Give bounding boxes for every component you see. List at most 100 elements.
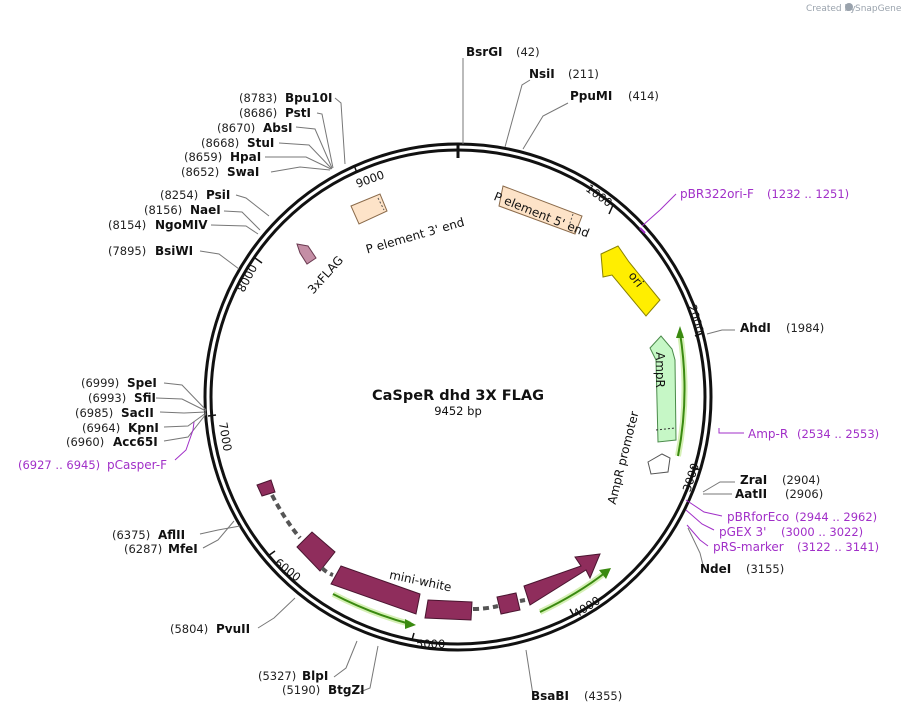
site-name-absi: AbsI [263, 121, 292, 135]
primer-amp-r-leader [718, 428, 744, 434]
site-pos-absi: (8670) [217, 121, 255, 135]
primer-pcasper-f-name: pCasper-F [107, 458, 167, 472]
site-psti[interactable]: PstI(8686) [239, 106, 311, 120]
primer-pbrforeco[interactable]: pBRforEco (2944 .. 2962) [685, 499, 877, 524]
ampr-feature[interactable] [649, 335, 677, 443]
leader-ndei [687, 527, 704, 566]
site-psii[interactable]: PsiI (8254) [160, 188, 230, 202]
site-ngomiv[interactable]: NgoMIV(8154) [108, 218, 208, 232]
site-btgzi[interactable]: BtgZI(5190) [282, 683, 365, 697]
primer-pbr322ori-f[interactable]: pBR322ori-F (1232 .. 1251) [639, 187, 849, 234]
site-name-bsiwi: BsiWI [155, 244, 193, 258]
site-kpni[interactable]: KpnI(6964) [82, 421, 159, 435]
site-bsrgi[interactable]: BsrGI(42) [466, 45, 540, 59]
leader-psti [316, 112, 334, 169]
primer-pcasper-f[interactable]: pCasper-F (6927 .. 6945) [18, 421, 195, 472]
snapgene-watermark: Created by SnapGene [806, 3, 902, 14]
primer-pbr322ori-f-range: (1232 .. 1251) [767, 187, 849, 201]
leader-bsiwi [199, 250, 240, 270]
primer-pgex-3-range: (3000 .. 3022) [781, 525, 863, 539]
leader-acc65i [163, 413, 207, 442]
site-name-sfii: SfiI [134, 391, 156, 405]
site-aflii[interactable]: AflII(6375) [112, 528, 185, 542]
site-name-bsrgi: BsrGI [466, 45, 503, 59]
primer-amp-r-range: (2534 .. 2553) [797, 427, 879, 441]
primer-pbrforeco-leader [685, 499, 723, 517]
tick-label-6000: 6000 [272, 555, 304, 584]
ampr-label: AmpR [653, 352, 667, 388]
leader-mfei [202, 520, 235, 549]
primer-pgex-3-name: pGEX 3' [719, 525, 766, 539]
leader-blpi [333, 640, 358, 678]
site-pos-bsiwi: (7895) [108, 244, 146, 258]
mini-white-intron-3 [472, 604, 499, 611]
ori-feature[interactable] [600, 245, 661, 317]
tick-4000 [569, 608, 575, 617]
primer-pbrforeco-name: pBRforEco [727, 510, 789, 524]
site-zrai[interactable]: ZraI (2904) [740, 473, 820, 487]
site-sfii[interactable]: SfiI(6993) [88, 391, 156, 405]
primer-pbr322ori-f-name: pBR322ori-F [680, 187, 754, 201]
site-naei[interactable]: NaeI(8156) [144, 203, 221, 217]
mini-white-exon-4 [424, 599, 473, 621]
3xflag-feature[interactable] [296, 243, 317, 265]
site-hpai[interactable]: HpaI(8659) [184, 150, 261, 164]
watermark-created-by: Created by [806, 4, 856, 14]
site-stui[interactable]: StuI(8668) [201, 136, 274, 150]
primer-amp-r[interactable]: Amp-R (2534 .. 2553) [718, 427, 879, 441]
site-mfei[interactable]: MfeI(6287) [124, 542, 198, 556]
mini-white-feature[interactable] [256, 479, 601, 621]
leader-kpni [163, 412, 207, 428]
site-aatii[interactable]: AatII(2906) [735, 487, 823, 501]
site-name-zrai: ZraI [740, 473, 767, 487]
primer-pbr322ori-f-mark [639, 227, 646, 234]
tick-7000 [207, 414, 217, 417]
site-absi[interactable]: AbsI (8670) [217, 121, 292, 135]
p-element-3-end-feature[interactable] [350, 193, 388, 225]
site-ndei[interactable]: NdeI(3155) [700, 562, 784, 576]
ampr-cap [655, 427, 676, 431]
site-bpu10i[interactable]: Bpu10I(8783) [239, 91, 332, 105]
leader-zrai [702, 481, 735, 493]
primer-pbr322ori-f-leader-2 [659, 193, 677, 211]
primer-pgex-3[interactable]: pGEX 3' (3000 .. 3022) [685, 509, 863, 539]
mini-white-exon-1 [256, 479, 276, 497]
primer-prs-marker[interactable]: pRS-marker (3122 .. 3141) [686, 524, 879, 554]
primer-pbrforeco-range: (2944 .. 2962) [795, 510, 877, 524]
site-name-sacii: SacII [121, 406, 154, 420]
site-bsiwi[interactable]: BsiWI (7895) [108, 244, 193, 258]
site-name-psii: PsiI [206, 188, 230, 202]
site-pos-spei: (6999) [81, 376, 119, 390]
site-blpi[interactable]: BlpI(5327) [258, 669, 328, 683]
leader-btgzi [359, 645, 379, 693]
site-name-aatii: AatII [735, 487, 767, 501]
site-ppumi[interactable]: PpuMI(414) [570, 89, 659, 103]
p-element-5-end-feature[interactable] [498, 185, 583, 235]
site-pos-zrai: (2904) [782, 473, 820, 487]
ampr-orf-arrowhead [676, 326, 684, 338]
mini-white-intron-1 [270, 494, 302, 540]
backbone [203, 142, 713, 652]
ampr-promoter-feature[interactable] [647, 453, 671, 475]
site-bsabi[interactable]: BsaBI(4355) [531, 689, 622, 703]
site-sacii[interactable]: SacII(6985) [75, 406, 154, 420]
site-name-btgzi: BtgZI [328, 683, 365, 697]
ampr-orf-line [677, 332, 686, 457]
primer-pcasper-f-range: (6927 .. 6945) [18, 458, 100, 472]
site-swai[interactable]: SwaI(8652) [181, 165, 259, 179]
primer-prs-marker-leader [686, 524, 709, 547]
leader-hpai [265, 156, 332, 170]
site-name-ahdi: AhdI [740, 321, 771, 335]
leader-absi [295, 126, 333, 169]
site-acc65i[interactable]: Acc65I(6960) [66, 435, 158, 449]
site-pos-psii: (8254) [160, 188, 198, 202]
site-name-pvuii: PvuII [216, 622, 250, 636]
site-spei[interactable]: SpeI(6999) [81, 376, 157, 390]
site-nsii[interactable]: NsiI(211) [529, 67, 599, 81]
site-ahdi[interactable]: AhdI(1984) [740, 321, 824, 335]
leader-stui [278, 142, 333, 170]
site-pvuii[interactable]: PvuII (5804) [170, 622, 250, 636]
site-pos-pvuii: (5804) [170, 622, 208, 636]
site-pos-bsabi: (4355) [584, 689, 622, 703]
site-name-bpu10i: Bpu10I [285, 91, 332, 105]
